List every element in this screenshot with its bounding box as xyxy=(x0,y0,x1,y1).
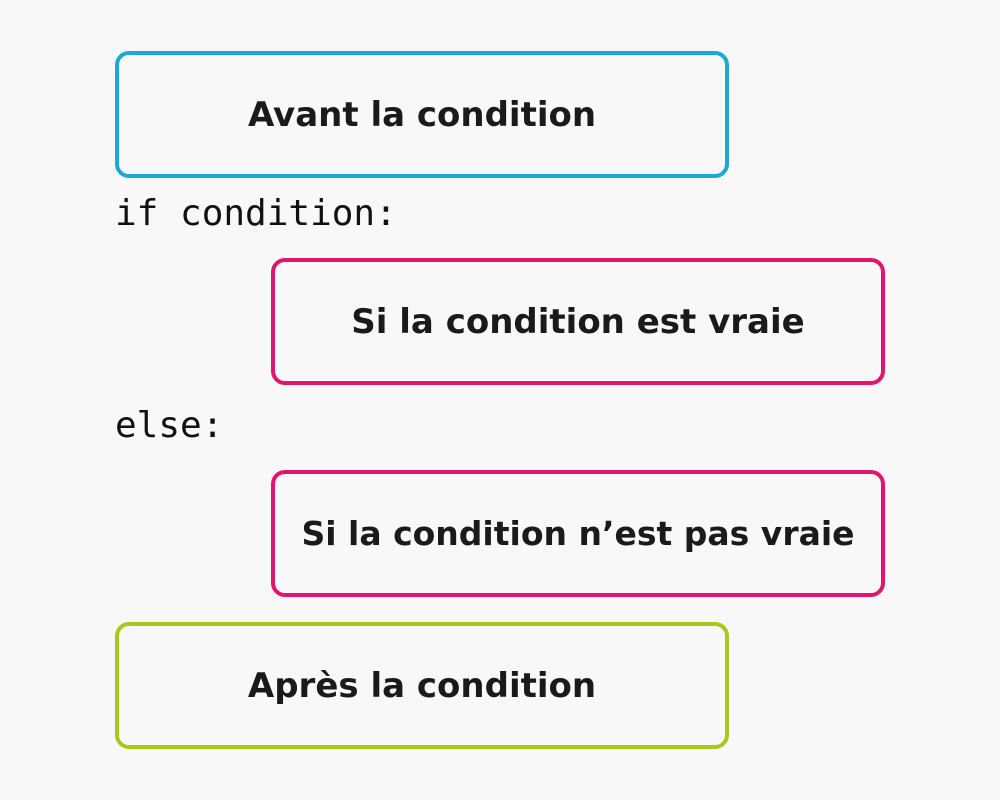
if-true-label: Si la condition est vraie xyxy=(351,301,805,342)
after-condition-box: Après la condition xyxy=(115,622,729,749)
else-statement-code: else: xyxy=(115,405,224,446)
if-false-box: Si la condition n’est pas vraie xyxy=(271,470,885,597)
before-condition-box: Avant la condition xyxy=(115,51,729,178)
after-condition-label: Après la condition xyxy=(247,665,597,706)
before-condition-label: Avant la condition xyxy=(247,94,597,135)
if-false-label: Si la condition n’est pas vraie xyxy=(301,514,855,553)
if-true-box: Si la condition est vraie xyxy=(271,258,885,385)
if-statement-code: if condition: xyxy=(115,193,397,234)
